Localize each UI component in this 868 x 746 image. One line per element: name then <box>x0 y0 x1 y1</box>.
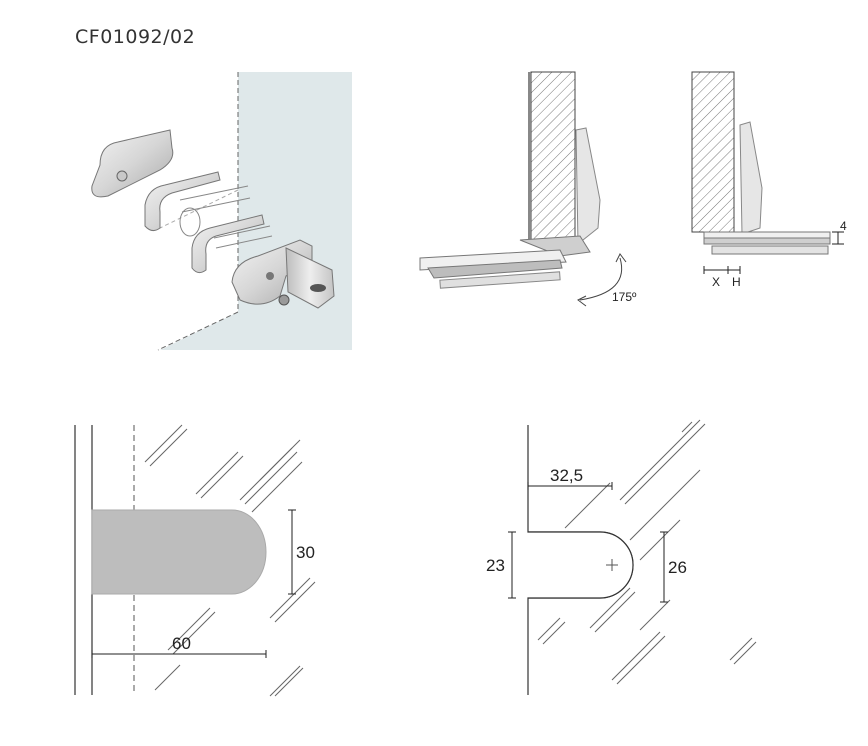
radius-diameter-label: 26 <box>668 558 687 577</box>
cover-plate <box>91 129 174 198</box>
cutout-depth-label: 60 <box>172 634 191 653</box>
h-label: H <box>732 275 741 289</box>
slot-height-label: 23 <box>486 556 505 575</box>
x-label: X <box>712 275 720 289</box>
hinge-closed-view: 175º <box>419 71 637 307</box>
glass-hatching <box>144 424 316 697</box>
gasket <box>191 214 265 274</box>
front-depth-label: 32,5 <box>550 466 583 485</box>
cutout-height-label: 30 <box>296 543 315 562</box>
screw <box>278 294 290 306</box>
cutout-front-view: 32,5 23 26 <box>486 419 757 695</box>
product-code: CF01092/02 <box>75 26 196 48</box>
cutout-shape <box>91 509 267 595</box>
exploded-view-illustration <box>91 72 352 351</box>
gasket <box>144 171 221 232</box>
glass-hatching <box>537 419 757 685</box>
thickness-label: 4 <box>840 219 847 233</box>
hinge-detail-view: 4 X H <box>691 71 847 289</box>
rotation-angle-label: 175º <box>612 290 637 304</box>
cutout-side-view: 30 60 <box>74 424 316 697</box>
